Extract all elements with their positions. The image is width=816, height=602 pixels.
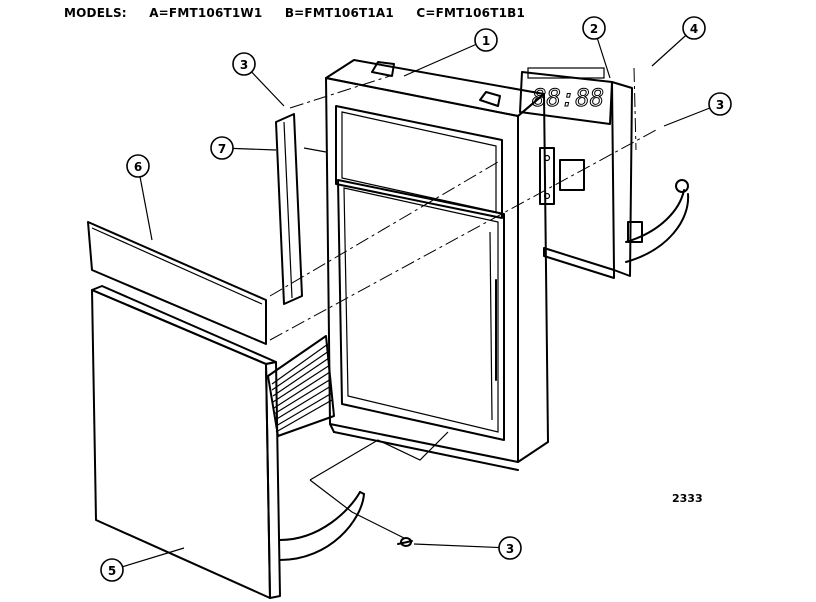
- callout-3-top-left-label: 3: [240, 58, 248, 72]
- callout-2: 2: [582, 16, 606, 40]
- insulator-strip: [275, 113, 303, 305]
- model-a: A=FMT106T1W1: [149, 6, 263, 20]
- callout-6-label: 6: [134, 160, 142, 174]
- model-c: C=FMT106T1B1: [416, 6, 526, 20]
- control-panel-overlay: [87, 221, 267, 345]
- callout-4: 4: [682, 16, 706, 40]
- callout-3-bottom: 3: [498, 536, 522, 560]
- callout-5-label: 5: [108, 564, 116, 578]
- models-label: MODELS:: [64, 6, 127, 20]
- leader-lines: [111, 27, 721, 571]
- callout-5: 5: [100, 558, 124, 582]
- models-header: MODELS: A=FMT106T1W1 B=FMT106T1A1 C=FMT1…: [64, 6, 543, 20]
- callout-2-label: 2: [590, 22, 598, 36]
- callout-3-bottom-label: 3: [506, 542, 514, 556]
- screw: [397, 537, 413, 547]
- callout-7-label: 7: [218, 142, 226, 156]
- assembly-lines: [269, 67, 657, 539]
- callout-1: 1: [474, 28, 498, 52]
- door-panel: [91, 285, 365, 599]
- callout-7: 7: [210, 136, 234, 160]
- control-board: 88:88: [519, 67, 690, 279]
- door-frame: [325, 59, 555, 471]
- callout-3-right: 3: [708, 92, 732, 116]
- figure-number: 2333: [672, 492, 703, 505]
- callout-3-right-label: 3: [716, 98, 724, 112]
- callout-3-top-left: 3: [232, 52, 256, 76]
- callout-6: 6: [126, 154, 150, 178]
- display-readout: 88:88: [532, 84, 604, 112]
- callout-1-label: 1: [482, 34, 490, 48]
- model-b: B=FMT106T1A1: [284, 6, 394, 20]
- callout-4-label: 4: [690, 22, 698, 36]
